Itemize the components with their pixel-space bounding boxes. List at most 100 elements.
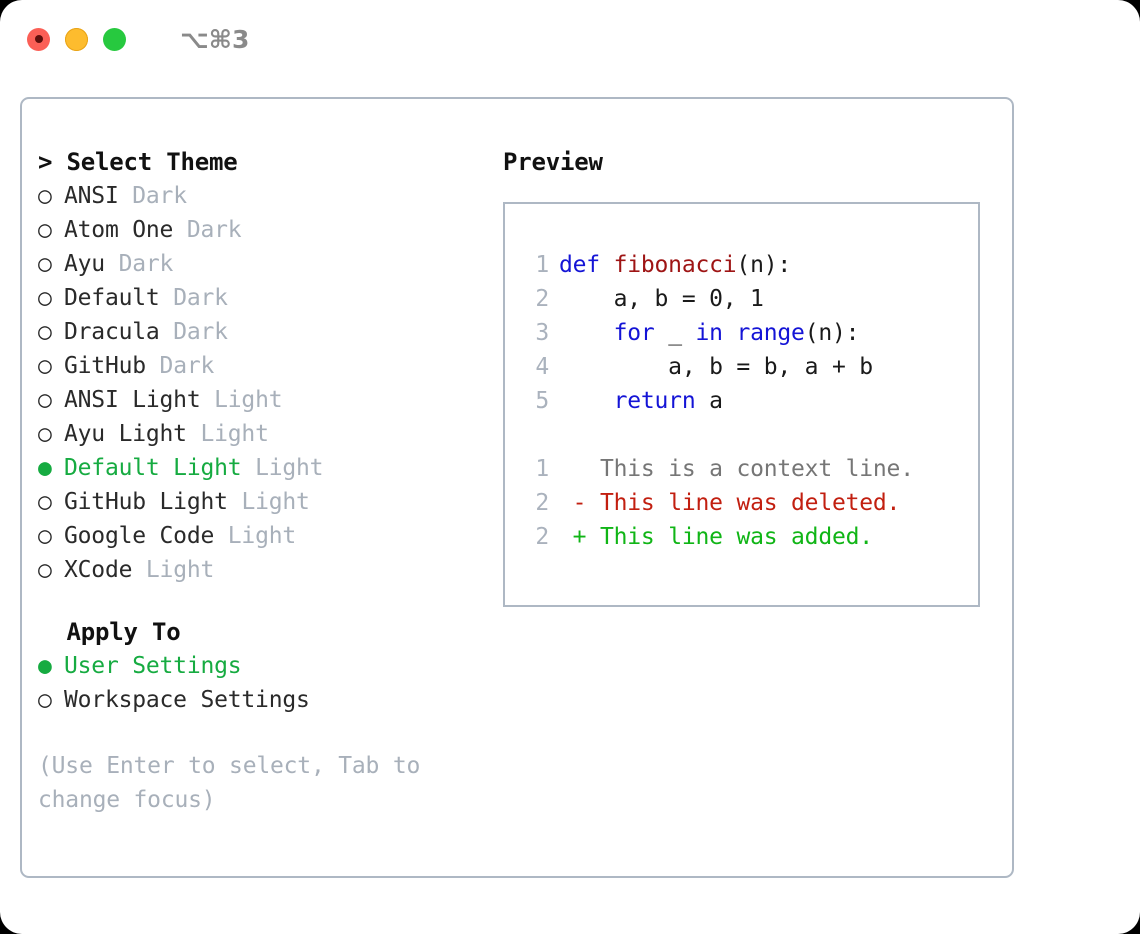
theme-option-label: Ayu (64, 251, 105, 277)
line-number: 1 (535, 456, 549, 482)
theme-option-atom-one[interactable]: ○Atom One Dark (38, 213, 498, 247)
apply-option-workspace-settings[interactable]: ○ Workspace Settings (38, 683, 498, 717)
code-token-fn: fibonacci (613, 252, 737, 278)
theme-option-label: Default (64, 285, 160, 311)
theme-variant-label: Light (241, 489, 310, 515)
close-button[interactable] (27, 27, 50, 51)
keyboard-hint-text: (Use Enter to select, Tab to change focu… (38, 753, 434, 813)
theme-option-label: ANSI Light (64, 387, 201, 413)
radio-unselected-icon: ○ (38, 183, 52, 209)
radio-unselected-icon: ○ (38, 251, 52, 277)
theme-variant-label: Dark (173, 285, 228, 311)
radio-unselected-icon: ○ (38, 557, 52, 583)
radio-unselected-icon: ○ (38, 387, 52, 413)
theme-option-xcode[interactable]: ○ XCode Light (38, 553, 498, 587)
line-number: 5 (535, 388, 549, 414)
theme-option-default-light[interactable]: ●Default Light Light (38, 451, 498, 485)
line-number: 2 (535, 524, 549, 550)
radio-unselected-icon: ○ (38, 523, 52, 549)
radio-unselected-icon: ○ (38, 421, 52, 447)
theme-option-google-code[interactable]: ○Google Code Light (38, 519, 498, 553)
code-token-plain: _ (654, 320, 696, 346)
theme-variant-label: Dark (186, 217, 242, 243)
radio-unselected-icon: ○ (38, 353, 52, 379)
apply-to-option-list[interactable]: ●User Settings ○ Workspace Settings (38, 649, 498, 717)
preview-header: Preview (503, 148, 603, 176)
title-bar: ⌥⌘3 (0, 0, 1140, 78)
line-number: 2 (535, 490, 549, 516)
line-number: 3 (535, 320, 549, 346)
code-token-kw: range (736, 320, 805, 346)
theme-option-github[interactable]: ○ GitHub Dark (38, 349, 498, 383)
code-token-plain: a (695, 388, 723, 414)
diff-line-context: 1 This is a context line. (523, 452, 978, 486)
theme-option-ayu-light[interactable]: ○ Ayu Light Light (38, 417, 498, 451)
theme-picker-panel: > Select Theme ○ANSI Dark○Atom One Dark○… (20, 97, 1014, 878)
code-token-plain: a, b = 0, 1 (559, 286, 764, 312)
theme-option-label: GitHub Light (64, 489, 228, 515)
code-token-plain: a, b = b, a + b (559, 354, 873, 380)
theme-option-list[interactable]: ○ANSI Dark○Atom One Dark○Ayu Dark○Defaul… (38, 179, 498, 587)
select-theme-header: > Select Theme (38, 148, 238, 176)
line-number: 1 (535, 252, 549, 278)
diff-text: This line was added. (599, 524, 873, 550)
theme-option-label: ANSI (64, 183, 119, 209)
theme-option-ayu[interactable]: ○ Ayu Dark (38, 247, 498, 281)
code-token-plain (559, 388, 614, 414)
radio-unselected-icon: ○ (38, 217, 52, 243)
minimize-button[interactable] (65, 27, 88, 51)
theme-option-label: XCode (64, 557, 133, 583)
diff-line-content: + This line was added. (559, 524, 873, 550)
diff-text: This is a context line. (599, 456, 914, 482)
code-line: 5 return a (523, 384, 978, 418)
apply-option-label: Workspace Settings (64, 687, 310, 713)
diff-line-add: 2 + This line was added. (523, 520, 978, 554)
code-token-kw: in (695, 320, 723, 346)
apply-to-section: Apply To ●User Settings ○ Workspace Settin… (38, 615, 498, 717)
recording-dot-icon (34, 35, 43, 43)
code-line: 3 for _ in range(n): (523, 316, 978, 350)
theme-variant-label: Light (145, 557, 215, 583)
diff-text: This line was deleted. (599, 490, 901, 516)
code-token-plain (559, 320, 614, 346)
radio-selected-icon: ● (38, 653, 52, 679)
diff-marker: + (572, 524, 587, 550)
apply-to-header: Apply To (38, 618, 181, 646)
diff-line-content: This is a context line. (559, 456, 914, 482)
code-token-plain (723, 320, 737, 346)
diff-line-content: - This line was deleted. (559, 490, 901, 516)
keyboard-shortcut-label: ⌥⌘3 (180, 24, 250, 54)
diff-sample: 1 This is a context line.2 - This line w… (523, 452, 978, 554)
theme-variant-label: Light (200, 421, 269, 447)
theme-option-ansi[interactable]: ○ANSI Dark (38, 179, 498, 213)
theme-option-label: Default Light (64, 455, 242, 481)
diff-marker (573, 456, 587, 482)
radio-unselected-icon: ○ (38, 285, 52, 311)
theme-variant-label: Dark (159, 353, 215, 379)
radio-unselected-icon: ○ (38, 687, 52, 713)
apply-option-user-settings[interactable]: ●User Settings (38, 649, 498, 683)
theme-option-label: Ayu Light (64, 421, 187, 447)
diff-line-del: 2 - This line was deleted. (523, 486, 978, 520)
spacer (523, 418, 978, 452)
theme-option-dracula[interactable]: ○Dracula Dark (38, 315, 498, 349)
theme-option-label: Dracula (64, 319, 160, 345)
theme-variant-label: Light (214, 387, 283, 413)
theme-variant-label: Dark (118, 251, 174, 277)
theme-option-label: GitHub (64, 353, 146, 379)
radio-selected-icon: ● (38, 455, 52, 481)
theme-variant-label: Dark (173, 319, 228, 345)
radio-unselected-icon: ○ (38, 489, 52, 515)
theme-option-ansi-light[interactable]: ○ ANSI Light Light (38, 383, 498, 417)
maximize-button[interactable] (103, 27, 126, 51)
code-line: 4 a, b = b, a + b (523, 350, 978, 384)
code-line: 2 a, b = 0, 1 (523, 282, 978, 316)
code-token-kw: return (613, 388, 696, 414)
theme-option-default[interactable]: ○ Default Dark (38, 281, 498, 315)
theme-option-label: Google Code (64, 523, 215, 549)
theme-option-github-light[interactable]: ○ GitHub Light Light (38, 485, 498, 519)
